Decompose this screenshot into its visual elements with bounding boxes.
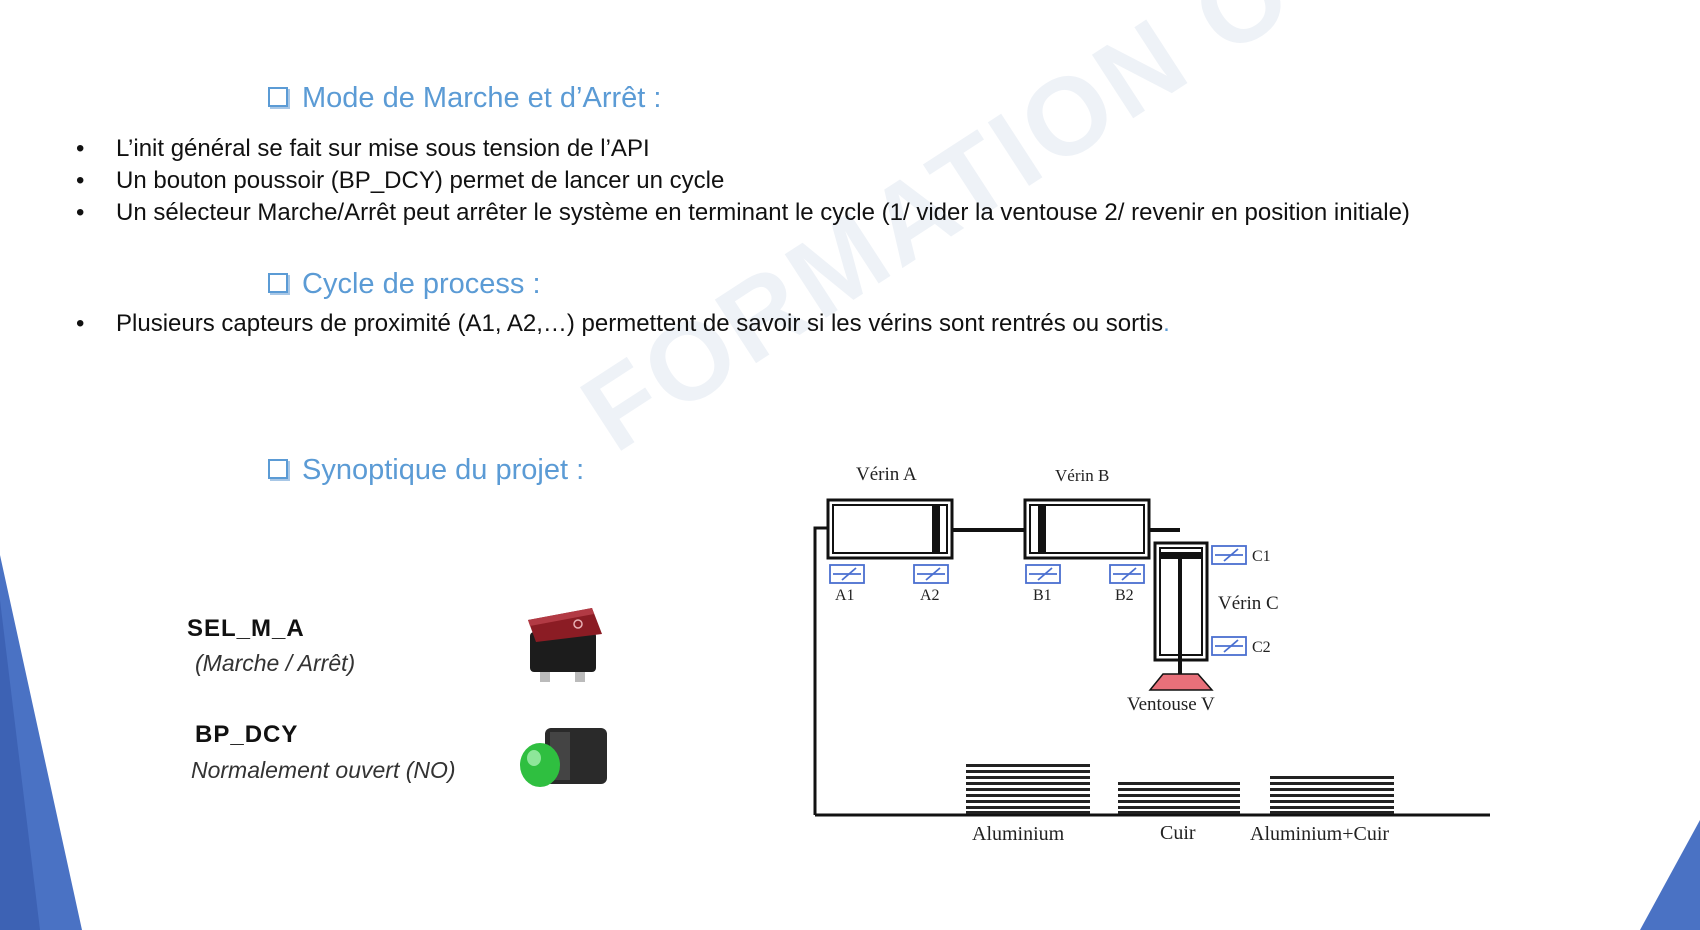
cylinder-a — [826, 498, 954, 560]
section-title-text: Synoptique du projet : — [302, 454, 585, 486]
sensor-label: B2 — [1115, 587, 1134, 604]
selector-name: SEL_M_A — [187, 615, 305, 642]
bullet-item: Un sélecteur Marche/Arrêt peut arrêter l… — [76, 197, 1410, 229]
button-name: BP_DCY — [195, 721, 299, 748]
bullet-item: Plusieurs capteurs de proximité (A1, A2,… — [76, 308, 1170, 340]
cylinder-c-label: Vérin C — [1218, 593, 1279, 614]
checkbox-bullet-icon — [268, 87, 288, 108]
section-title-synoptic: Synoptique du projet : — [268, 454, 584, 487]
rocker-switch-icon — [528, 608, 602, 682]
sensor-label: A2 — [920, 587, 940, 604]
bullet-item: L’init général se fait sur mise sous ten… — [76, 133, 1410, 165]
cycle-bullet-list: Plusieurs capteurs de proximité (A1, A2,… — [76, 308, 1170, 340]
bullet-item: Un bouton poussoir (BP_DCY) permet de la… — [76, 165, 1410, 197]
section-title-cycle: Cycle de process : — [268, 268, 541, 301]
checkbox-bullet-icon — [268, 273, 288, 294]
piston-b — [1038, 505, 1046, 553]
sensor-a1-icon — [829, 564, 865, 584]
bullet-text: Plusieurs capteurs de proximité (A1, A2,… — [116, 310, 1164, 337]
sensor-label: C1 — [1252, 548, 1271, 565]
stack-label: Aluminium — [972, 823, 1065, 845]
section-title-text: Cycle de process : — [302, 268, 541, 300]
cylinder-a-label: Vérin A — [856, 464, 917, 485]
trailing-dot: . — [1163, 310, 1170, 337]
sensor-label: B1 — [1033, 587, 1052, 604]
checkbox-bullet-icon — [268, 459, 288, 480]
green-push-button-icon — [520, 728, 607, 787]
stack-cuir — [1118, 782, 1240, 814]
mode-bullet-list: L’init général se fait sur mise sous ten… — [76, 133, 1410, 229]
frame-line — [813, 526, 828, 815]
button-description: Normalement ouvert (NO) — [191, 757, 456, 783]
piston-a — [932, 505, 940, 553]
selector-description: (Marche / Arrêt) — [195, 650, 356, 676]
suction-cup-label: Ventouse V — [1127, 694, 1215, 715]
sensor-label: C2 — [1252, 639, 1271, 656]
sensor-b1-icon — [1025, 564, 1061, 584]
section-title-mode: Mode de Marche et d’Arrêt : — [268, 82, 661, 115]
sensor-label: A1 — [835, 587, 855, 604]
stack-label: Cuir — [1160, 822, 1196, 844]
stack-aluminium — [966, 764, 1090, 814]
stack-aluminium-cuir — [1270, 776, 1394, 814]
suction-cup-icon — [1148, 673, 1214, 691]
sensor-c1-icon — [1211, 545, 1247, 565]
sensor-b2-icon — [1109, 564, 1145, 584]
cylinder-b-label: Vérin B — [1055, 466, 1109, 485]
stack-label: Aluminium+Cuir — [1250, 823, 1389, 845]
piston-c — [1160, 552, 1202, 559]
sensor-c2-icon — [1211, 636, 1247, 656]
sensor-a2-icon — [913, 564, 949, 584]
section-title-text: Mode de Marche et d’Arrêt : — [302, 82, 662, 114]
